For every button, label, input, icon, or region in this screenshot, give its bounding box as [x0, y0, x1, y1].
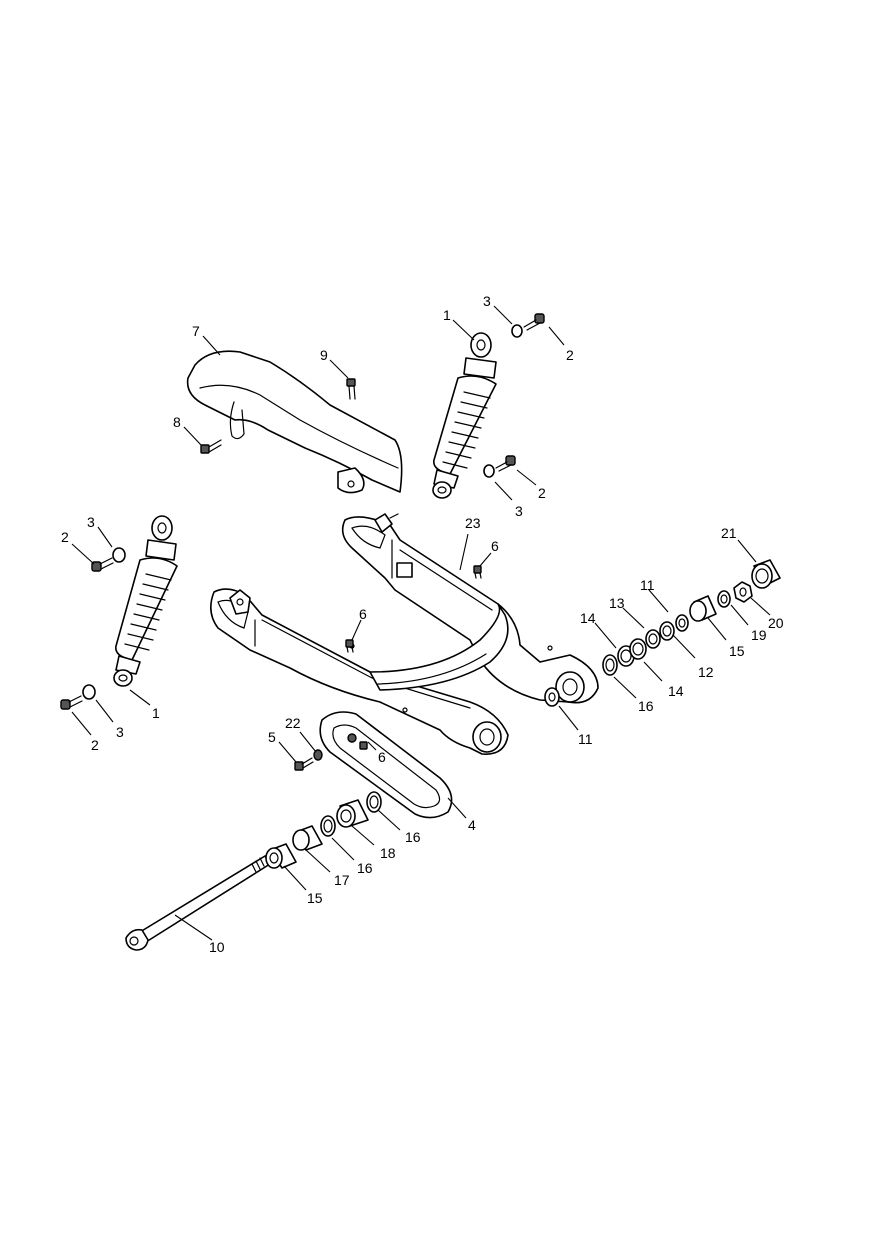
seal-13 — [645, 629, 661, 649]
washer-16-lower — [320, 815, 336, 837]
shock-left-lower-washer-3 — [82, 684, 96, 700]
swingarm-plug-6-upper — [473, 565, 482, 579]
callout-16-right: 16 — [638, 698, 654, 714]
callout-8: 8 — [173, 414, 181, 430]
chain-guide — [319, 711, 453, 819]
callout-17: 17 — [334, 872, 350, 888]
callout-6-swingarm-lower: 6 — [359, 606, 367, 622]
pivot-spindle — [125, 855, 271, 951]
callout-18: 18 — [380, 845, 396, 861]
shock-lower-washer-3 — [483, 464, 495, 478]
shock-absorber-left — [113, 515, 178, 687]
chain-guard-bolt-9 — [346, 378, 356, 400]
callout-12: 12 — [698, 664, 714, 680]
washer-16-right — [602, 654, 618, 676]
callout-6-chain-guide: 6 — [378, 749, 386, 765]
callout-2-left-top: 2 — [61, 529, 69, 545]
callout-3-left-top: 3 — [87, 514, 95, 530]
callout-15-right: 15 — [729, 643, 745, 659]
leader-lines — [71, 305, 771, 941]
callout-2-upper-bottom: 2 — [538, 485, 546, 501]
callout-2-upper-top: 2 — [566, 347, 574, 363]
bush-11-upper — [675, 614, 689, 632]
callout-3-left-bottom: 3 — [116, 724, 124, 740]
shock-left-lower-bolt-2 — [60, 695, 83, 710]
callout-3-upper-top: 3 — [483, 293, 491, 309]
callout-10: 10 — [209, 939, 225, 955]
callout-14-lower: 14 — [668, 683, 684, 699]
shock-lower-bolt-2 — [495, 455, 516, 472]
chain-guide-washer-22 — [313, 749, 323, 761]
callout-15-left: 15 — [307, 890, 323, 906]
cap-21 — [751, 559, 781, 589]
callout-13: 13 — [609, 595, 625, 611]
bearing-14-upper — [629, 638, 647, 660]
bush-15-left — [265, 843, 297, 869]
washer-19 — [717, 590, 731, 608]
callout-7: 7 — [192, 323, 200, 339]
chain-guard — [186, 350, 403, 494]
chain-guide-bolt-5 — [294, 757, 314, 771]
callout-4: 4 — [468, 817, 476, 833]
sleeve-17 — [292, 825, 323, 851]
shock-upper-bolt-2 — [523, 313, 545, 331]
shock-left-upper-washer-3 — [112, 547, 126, 563]
callout-5: 5 — [268, 729, 276, 745]
callout-19: 19 — [751, 627, 767, 643]
swingarm — [210, 513, 599, 755]
bush-15-right — [689, 595, 717, 622]
washer-16-upper — [366, 791, 382, 813]
callout-11-upper: 11 — [640, 577, 655, 593]
callout-22: 22 — [285, 715, 301, 731]
callout-16-upper: 16 — [405, 829, 421, 845]
chain-guide-plug-6 — [359, 741, 368, 750]
bush-18 — [336, 799, 369, 828]
ring-12 — [659, 621, 675, 641]
swingarm-plug-6-lower — [345, 639, 354, 653]
shock-left-upper-bolt-2 — [91, 557, 114, 572]
bush-11-lower — [544, 687, 560, 707]
nut-20 — [733, 581, 753, 603]
callout-labels: 1 1 2 2 2 2 3 3 3 3 4 5 6 6 6 7 8 9 10 1… — [61, 293, 784, 955]
shock-upper-washer-3 — [511, 324, 523, 338]
callout-14-upper: 14 — [580, 610, 596, 626]
callout-16-lower: 16 — [357, 860, 373, 876]
callout-6-swingarm-upper: 6 — [491, 538, 499, 554]
shock-absorber-upper — [432, 332, 497, 499]
callout-1-upper: 1 — [443, 307, 451, 323]
chain-guard-bolt-8 — [200, 439, 222, 454]
callout-21: 21 — [721, 525, 737, 541]
callout-23: 23 — [465, 515, 481, 531]
callout-11-lower: 11 — [578, 731, 593, 747]
callout-2-left-bottom: 2 — [91, 737, 99, 753]
callout-20: 20 — [768, 615, 784, 631]
callout-9: 9 — [320, 347, 328, 363]
callout-1-left: 1 — [152, 705, 160, 721]
callout-3-upper-bottom: 3 — [515, 503, 523, 519]
